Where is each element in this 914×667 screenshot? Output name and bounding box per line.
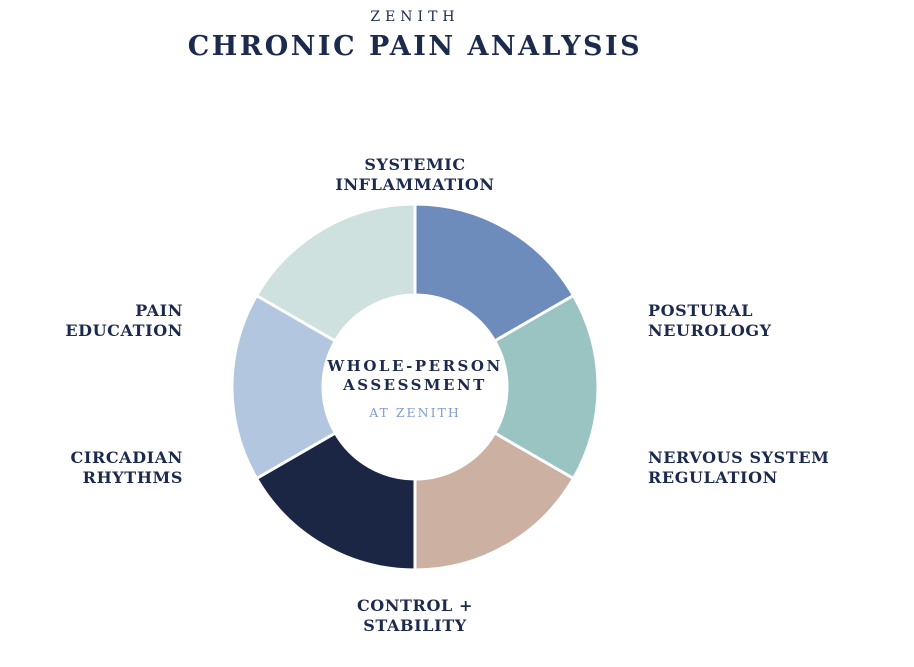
segment-label-systemic-inflammation: SYSTEMIC INFLAMMATION bbox=[335, 155, 495, 194]
segment-label-pain-education: PAIN EDUCATION bbox=[65, 301, 183, 340]
segment-label-postural-neurology: POSTURAL NEUROLOGY bbox=[648, 301, 772, 340]
donut-segment-pain-education bbox=[255, 202, 417, 343]
segment-label-circadian-rhythms: CIRCADIAN RHYTHMS bbox=[70, 448, 183, 487]
center-subheading: AT ZENITH bbox=[369, 405, 461, 420]
brand-kicker: ZENITH bbox=[370, 9, 460, 25]
segment-label-control-stability: CONTROL + STABILITY bbox=[356, 596, 474, 635]
donut-chart bbox=[230, 202, 600, 572]
donut-chart-container bbox=[223, 195, 607, 579]
segment-label-nervous-system-regulation: NERVOUS SYSTEM REGULATION bbox=[648, 448, 830, 487]
donut-center-text: WHOLE-PERSON ASSESSMENT AT ZENITH bbox=[265, 357, 565, 420]
page-title: CHRONIC PAIN ANALYSIS bbox=[187, 31, 643, 62]
header: ZENITH CHRONIC PAIN ANALYSIS bbox=[0, 0, 830, 62]
center-heading: WHOLE-PERSON ASSESSMENT bbox=[327, 357, 503, 394]
